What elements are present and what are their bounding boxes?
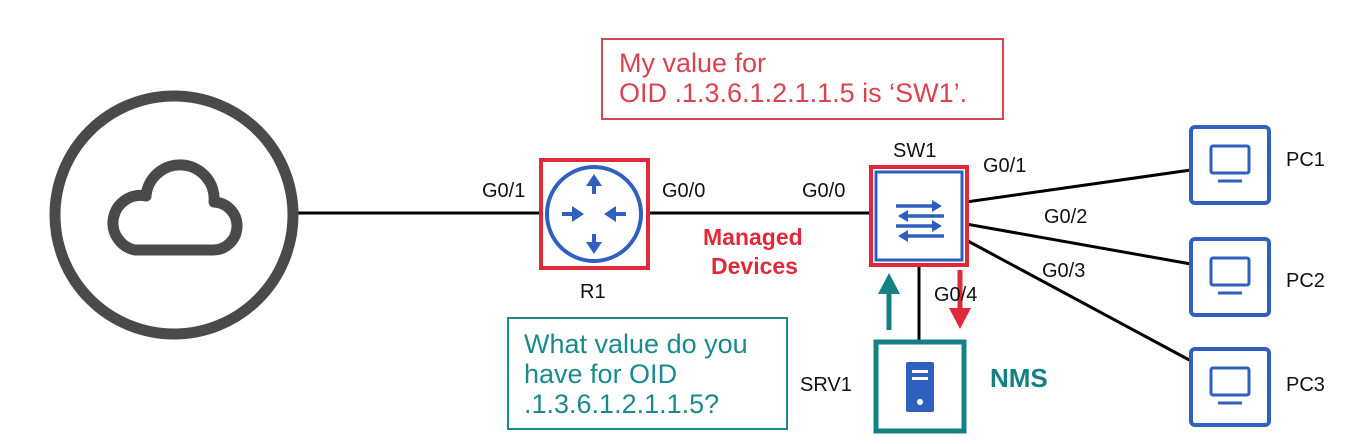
query-callout-line2: have for OID [524, 359, 678, 389]
managed-devices-label-line1: Managed [703, 224, 803, 250]
server-slot [912, 377, 928, 380]
cloud-icon [107, 159, 243, 256]
router-icon [545, 165, 643, 263]
server-slot [912, 370, 928, 373]
pc-pc2[interactable] [1189, 237, 1271, 317]
device-label-pc1: PC1 [1286, 149, 1325, 171]
switch-sw1[interactable] [869, 165, 969, 267]
snmp-response-arrow [949, 270, 971, 329]
interface-label-sw1-g02: G0/2 [1044, 206, 1087, 228]
cloud [49, 90, 299, 340]
snmp-get-arrow [878, 273, 900, 330]
interface-label-sw1-g03: G0/3 [1042, 260, 1085, 282]
query-callout-line1: What value do you [524, 329, 748, 359]
snmp-get-callout: What value do you have for OID .1.3.6.1.… [507, 317, 788, 430]
router-r1[interactable] [539, 158, 650, 270]
pc-box [1189, 237, 1271, 317]
interface-label-sw1-g00: G0/0 [802, 180, 845, 202]
managed-devices-label-line2: Devices [711, 253, 798, 279]
link-sw1-pc1 [965, 168, 1192, 204]
monitor-icon [1209, 256, 1251, 287]
device-label-r1: R1 [580, 281, 606, 303]
router-arrows [562, 174, 626, 254]
snmp-response-callout: My value for OID .1.3.6.1.2.1.1.5 is ‘SW… [601, 38, 1004, 120]
response-callout-line2: OID .1.3.6.1.2.1.1.5 is ‘SW1’. [619, 78, 968, 108]
device-label-srv1: SRV1 [800, 374, 852, 396]
server-srv1[interactable] [873, 339, 967, 434]
interface-label-r1-g01: G0/1 [482, 180, 525, 202]
server-led [917, 399, 923, 405]
interface-label-sw1-g04: G0/4 [934, 284, 977, 306]
nms-label: NMS [990, 363, 1048, 393]
cloud-circle [49, 90, 299, 340]
pc-pc1[interactable] [1189, 125, 1271, 205]
links [298, 168, 1194, 364]
interface-label-r1-g00: G0/0 [662, 180, 705, 202]
switch-arrows [896, 200, 944, 242]
monitor-icon [1209, 144, 1251, 175]
link-sw1-pc2 [965, 222, 1192, 266]
device-label-sw1: SW1 [893, 140, 936, 162]
response-callout-line1: My value for [619, 48, 767, 78]
device-label-pc3: PC3 [1286, 374, 1325, 396]
pc-box [1189, 125, 1271, 205]
interface-label-sw1-g01: G0/1 [983, 155, 1026, 177]
monitor-icon [1209, 366, 1251, 397]
query-callout-line3: .1.3.6.1.2.1.1.5? [524, 389, 720, 419]
link-sw1-pc3 [965, 238, 1194, 364]
server-icon [906, 362, 934, 412]
device-label-pc2: PC2 [1286, 270, 1325, 292]
pc-box [1189, 347, 1271, 427]
pc-pc3[interactable] [1189, 347, 1271, 427]
